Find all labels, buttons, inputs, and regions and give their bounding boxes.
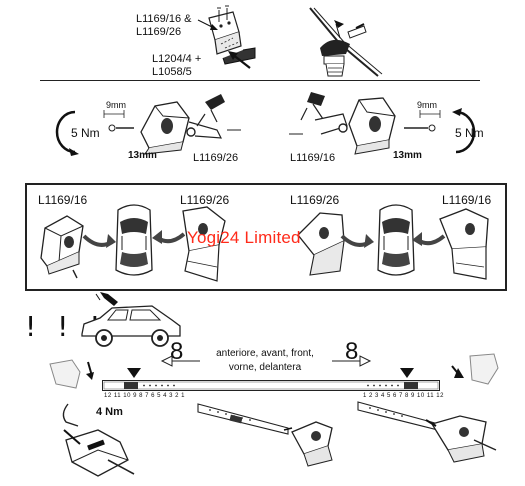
part-label-l1058-5: L1058/5 [152,66,192,78]
bolt-size-label-right: 9mm [417,100,437,110]
arrow-pointer-icon [197,19,218,30]
foot-illustration-panel-1 [40,215,84,279]
panel-label-l1169-16-left: L1169/16 [38,193,88,207]
foot-illustration-panel-4 [439,208,489,280]
step-number-right: 8 [345,338,359,365]
front-direction-label-1: anteriore, avant, front, [216,348,314,359]
placement-arrow-left-a [82,234,116,248]
bar-assembly-illustration-center [197,403,333,467]
bracket-clip-illustration [208,5,256,65]
part-label-l1169-16-and: L1169/16 & [136,13,192,25]
panel-label-l1169-26-left: L1169/26 [180,193,230,207]
insert-arrow-icon [228,51,251,69]
foot-illustration-panel-3 [297,212,345,276]
step-arrow-right-icon [332,355,372,367]
part-label-l1169-26-mount: L1169/26 [193,152,239,164]
scale-numbers-right: 1 2 3 4 5 6 7 8 9 10 11 12 [363,393,444,399]
wrench-size-label-left: 13mm [128,150,157,161]
foot-tightening-illustration [62,403,135,477]
bolt-dimension-left [103,110,134,132]
car-top-view-left [115,204,153,276]
placement-arrow-right-b [412,232,446,246]
position-marker-right-icon [400,368,414,378]
rotate-clockwise-icon-right [452,108,476,154]
torque-label-left: 5 Nm [71,126,100,140]
part-label-l1169-26-top: L1169/26 [136,26,182,38]
foot-orientation-panel [25,183,507,291]
wrench-size-label-right: 13mm [393,150,422,161]
step-marker-left: 8 [170,340,183,364]
car-top-view-right [377,204,415,276]
bar-assembly-illustration-right [357,401,497,463]
torque-label-right: 5 Nm [455,126,484,140]
panel-label-l1169-26-right: L1169/26 [290,193,340,207]
roof-rail-foot-illustration [309,7,383,77]
foot-left-of-bar [49,359,94,389]
foot-right-of-bar [451,353,499,385]
roof-foot-illustration-right [289,92,396,155]
part-label-l1204-4-plus: L1204/4 + [152,53,202,65]
rotate-clockwise-icon-left [55,110,79,156]
step-marker-right: 8 [345,340,358,364]
scale-numbers-left: 12 11 10 9 8 7 6 5 4 3 2 1 [104,393,185,399]
bolt-dimension-right [404,110,441,132]
position-marker-left-icon [127,368,141,378]
foot-illustration-panel-2 [182,206,226,282]
step-arrow-left-icon [160,355,200,367]
bolt-size-label-left: 9mm [106,100,126,110]
section-divider-1 [40,80,480,81]
placement-arrow-left-b [152,230,186,244]
watermark-text: Yogi24 Limited [187,228,301,247]
car-side-view [81,305,181,347]
torque-label-bottom: 4 Nm [96,406,123,418]
roof-bar [102,380,440,391]
foot-insertion-arrow-car [95,292,118,306]
placement-arrow-right-a [340,234,374,248]
part-label-l1169-16-mount: L1169/16 [290,152,336,164]
front-direction-label-2: vorne, delantera [228,362,302,373]
panel-label-l1169-16-right: L1169/16 [442,193,492,207]
roof-foot-illustration-left [140,94,241,155]
step-number-left: 8 [170,338,184,365]
